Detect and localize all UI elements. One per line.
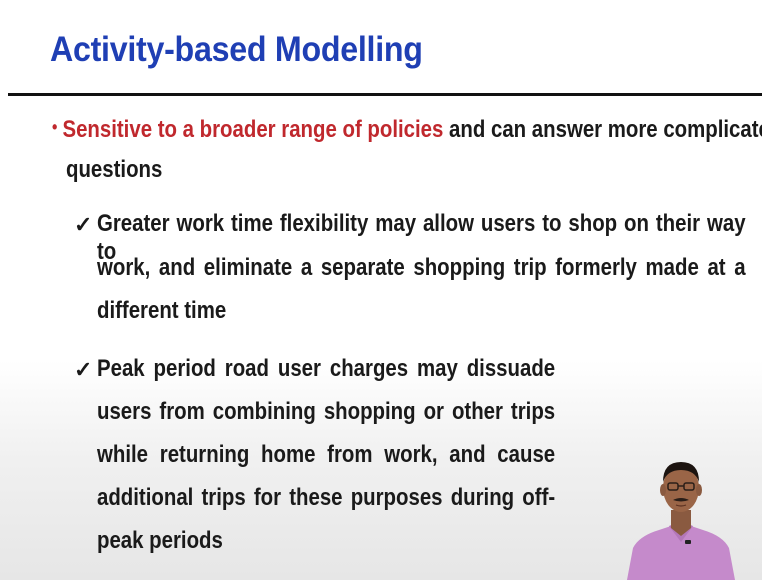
bullet-highlight: Sensitive to a broader range of policies — [62, 116, 444, 143]
check-icon: ✓ — [74, 357, 93, 382]
sub-item-2-line-3: while returning home from work, and caus… — [97, 441, 556, 468]
presenter-image — [627, 462, 735, 580]
sub-item-1-line-3: different time — [97, 297, 227, 324]
sub-item-2-line-4: additional trips for these purposes duri… — [97, 484, 556, 511]
sub-item-2-line-2: users from combining shopping or other t… — [97, 398, 556, 425]
main-bullet: •Sensitive to a broader range of policie… — [52, 116, 762, 144]
sub-item-1-line-1: Greater work time flexibility may allow … — [97, 210, 746, 265]
bullet-continuation: questions — [66, 156, 163, 183]
check-icon: ✓ — [74, 212, 93, 237]
title-divider — [8, 93, 762, 96]
bullet-text: and can answer more complicated — [443, 116, 762, 143]
bullet-icon: • — [52, 117, 58, 137]
sub-item-2-line-1: Peak period road user charges may dissua… — [97, 355, 556, 382]
sub-item-2-line-5: peak periods — [97, 527, 223, 554]
sub-item-1-line-2: work, and eliminate a separate shopping … — [97, 254, 746, 281]
slide-title: Activity-based Modelling — [50, 30, 423, 69]
